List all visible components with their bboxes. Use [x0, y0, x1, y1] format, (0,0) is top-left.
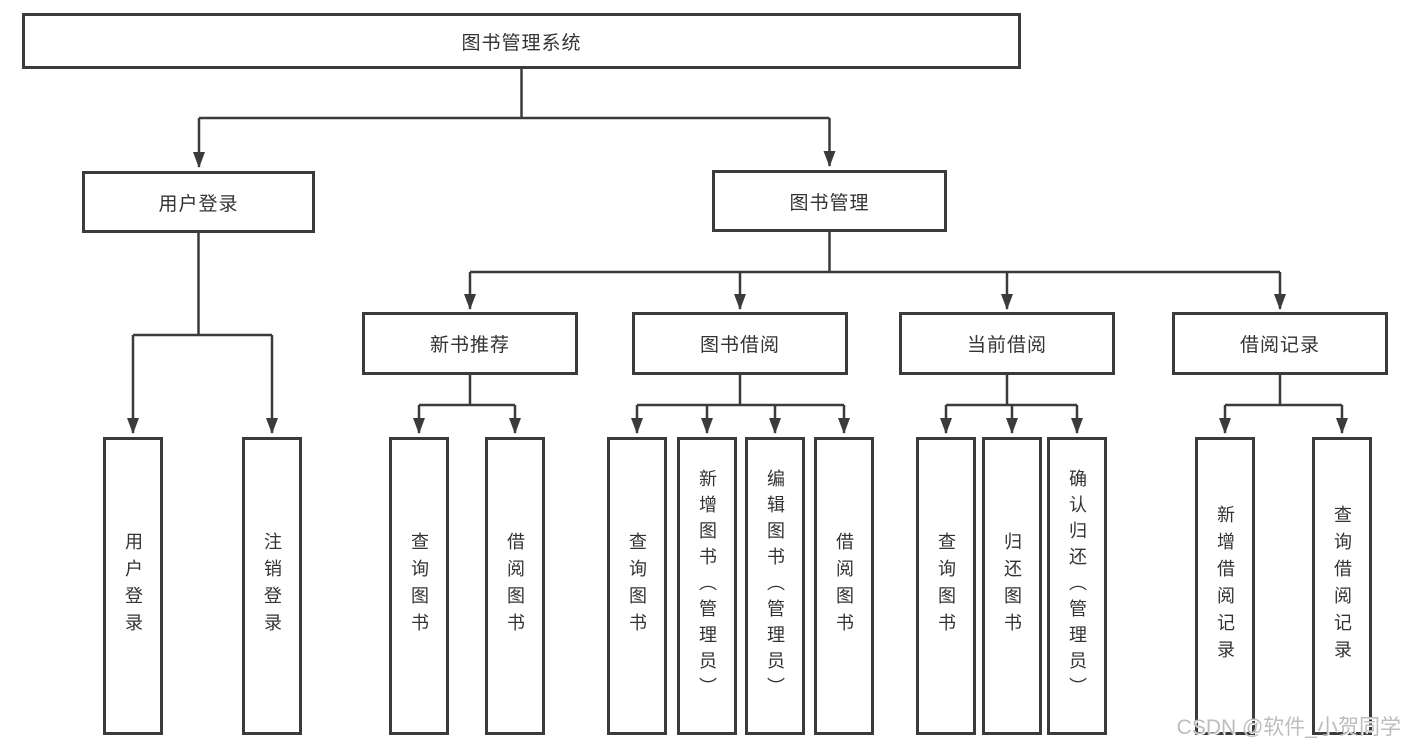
- leaf-label: 新增图书（管理员）: [697, 469, 717, 703]
- leaf-label: 注销登录: [262, 532, 282, 640]
- node-borrow-record: 借阅记录: [1172, 312, 1388, 375]
- leaf-label: 用户登录: [123, 532, 143, 640]
- leaf-logout: 注销登录: [242, 437, 302, 735]
- node-label: 图书借阅: [699, 335, 780, 356]
- node-label: 图书管理: [789, 192, 870, 214]
- leaf-label: 新增借阅记录: [1215, 505, 1235, 667]
- leaf-label: 归还图书: [1002, 532, 1022, 640]
- leaf-user-login: 用户登录: [103, 437, 163, 735]
- leaf-label: 确认归还（管理员）: [1067, 469, 1087, 703]
- leaf-label: 查询图书: [936, 532, 956, 640]
- leaf-query-books-current: 查询图书: [916, 437, 976, 735]
- leaf-borrow-books: 借阅图书: [814, 437, 874, 735]
- node-label: 当前借阅: [966, 335, 1047, 356]
- leaf-label: 查询图书: [409, 532, 429, 640]
- connector-arrows: [127, 118, 1348, 434]
- node-root-system: 图书管理系统: [22, 13, 1021, 69]
- leaf-confirm-return-admin: 确认归还（管理员）: [1047, 437, 1107, 735]
- node-label: 新书推荐: [429, 335, 510, 356]
- leaf-edit-books-admin: 编辑图书（管理员）: [745, 437, 805, 735]
- node-book-management-branch: 图书管理: [712, 170, 947, 232]
- leaf-return-books: 归还图书: [982, 437, 1042, 735]
- leaf-label: 查询借阅记录: [1332, 505, 1352, 667]
- leaf-label: 借阅图书: [834, 532, 854, 640]
- leaf-query-books-recommend: 查询图书: [389, 437, 449, 735]
- leaf-label: 编辑图书（管理员）: [765, 469, 785, 703]
- leaf-add-borrow-record: 新增借阅记录: [1195, 437, 1255, 735]
- leaf-query-borrow-record: 查询借阅记录: [1312, 437, 1372, 735]
- node-book-borrow: 图书借阅: [632, 312, 848, 375]
- node-root-label: 图书管理系统: [461, 32, 582, 54]
- csdn-watermark: CSDN @软件_小贺同学: [1176, 716, 1401, 739]
- node-new-book-recommend: 新书推荐: [362, 312, 578, 375]
- node-label: 借阅记录: [1239, 335, 1320, 356]
- leaf-label: 查询图书: [627, 532, 647, 640]
- leaf-add-books-admin: 新增图书（管理员）: [677, 437, 737, 735]
- node-user-login-branch: 用户登录: [82, 171, 315, 233]
- leaf-query-books-borrow: 查询图书: [607, 437, 667, 735]
- node-label: 用户登录: [158, 193, 239, 215]
- leaf-borrow-books-recommend: 借阅图书: [485, 437, 545, 735]
- leaf-label: 借阅图书: [505, 532, 525, 640]
- node-current-borrow: 当前借阅: [899, 312, 1115, 375]
